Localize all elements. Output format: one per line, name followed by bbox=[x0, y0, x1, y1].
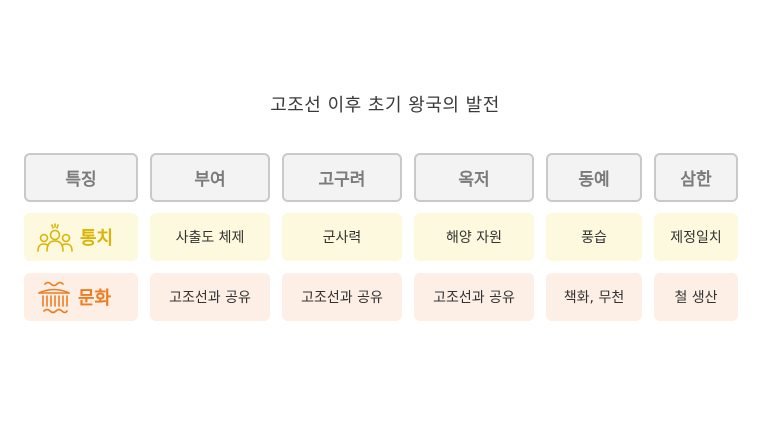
cell-samhan-governance: 제정일치 bbox=[654, 213, 738, 261]
diagram-title: 고조선 이후 초기 왕국의 발전 bbox=[270, 95, 500, 116]
row-label-text: 문화 bbox=[78, 288, 112, 309]
header-buyeo: 부여 bbox=[150, 153, 270, 202]
cell-samhan-culture: 철 생산 bbox=[654, 273, 738, 321]
cell-dongye-culture: 책화, 무천 bbox=[546, 273, 642, 321]
header-goguryeo: 고구려 bbox=[282, 153, 402, 202]
cell-okjeo-governance: 해양 자원 bbox=[414, 213, 534, 261]
row-label-governance: 통치 bbox=[24, 213, 138, 261]
heritage-icon bbox=[38, 281, 70, 314]
cell-dongye-governance: 풍습 bbox=[546, 213, 642, 261]
cell-buyeo-governance: 사출도 체제 bbox=[150, 213, 270, 261]
cell-goguryeo-culture: 고조선과 공유 bbox=[282, 273, 402, 321]
cell-buyeo-culture: 고조선과 공유 bbox=[150, 273, 270, 321]
row-label-culture: 문화 bbox=[24, 273, 138, 321]
cell-goguryeo-governance: 군사력 bbox=[282, 213, 402, 261]
header-dongye: 동예 bbox=[546, 153, 642, 202]
header-okjeo: 옥저 bbox=[414, 153, 534, 202]
header-samhan: 삼한 bbox=[654, 153, 738, 202]
header-feature: 특징 bbox=[24, 153, 138, 202]
people-icon bbox=[37, 223, 73, 252]
row-label-text: 통치 bbox=[80, 228, 114, 249]
cell-okjeo-culture: 고조선과 공유 bbox=[414, 273, 534, 321]
